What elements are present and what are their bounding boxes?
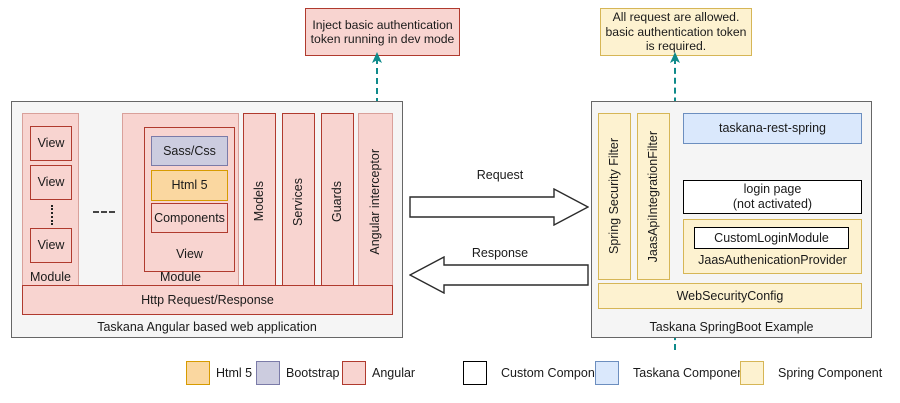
column-angular-interceptor[interactable]: Angular interceptor (358, 113, 393, 290)
module-two-label: Module (122, 270, 239, 284)
legend-item-angular: Angular (342, 361, 415, 385)
module-two-view-label: View (144, 247, 235, 261)
column-angular-interceptor-label: Angular interceptor (368, 148, 383, 255)
taskana-rest-spring-label: taskana-rest-spring (719, 121, 826, 136)
module-one-view-3-label: View (37, 238, 65, 253)
login-page-line-1: login page (743, 182, 802, 197)
custom-login-module-box[interactable]: CustomLoginModule (694, 227, 849, 249)
connector-right-note-arrow (670, 52, 680, 63)
response-label-text: Response (471, 246, 529, 260)
left-panel-caption: Taskana Angular based web application (11, 320, 403, 334)
column-models-label: Models (252, 181, 267, 222)
login-page-box[interactable]: login page (not activated) (683, 180, 862, 214)
legend-swatch-bootstrap (256, 361, 280, 385)
module-one-view-2-label: View (37, 175, 65, 190)
module-one-vertical-ellipsis (51, 205, 53, 225)
legend-label-html5: Html 5 (216, 366, 253, 380)
column-services-label: Services (291, 177, 306, 226)
right-panel-caption-text: Taskana SpringBoot Example (649, 320, 814, 334)
module-one-label-text: Module (30, 270, 71, 284)
legend-item-custom-component: Custom Component (463, 361, 612, 385)
legend-swatch-html5 (186, 361, 210, 385)
request-arrow (409, 188, 589, 226)
web-security-config-box[interactable]: WebSecurityConfig (598, 283, 862, 309)
left-panel-caption-text: Taskana Angular based web application (97, 320, 317, 334)
connector-left-note (376, 58, 378, 114)
column-services[interactable]: Services (282, 113, 315, 290)
module-two-item-html5-label: Html 5 (171, 178, 208, 193)
filter-jaas-api-integration[interactable]: JaasApiIntegrationFilter (637, 113, 670, 280)
login-page-line-2: (not activated) (732, 197, 813, 211)
module-two-label-text: Module (160, 270, 201, 284)
filter-jaas-api-integration-label: JaasApiIntegrationFilter (646, 130, 661, 263)
module-two-view-label-text: View (176, 247, 203, 261)
jaas-authentication-provider-label: JaasAuthenicationProvider (683, 253, 862, 267)
right-panel-caption: Taskana SpringBoot Example (591, 320, 872, 334)
note-all-requests-allowed: All request are allowed. basic authentic… (600, 8, 752, 56)
module-one-view-3[interactable]: View (30, 228, 72, 263)
http-request-response-bar[interactable]: Http Request/Response (22, 285, 393, 315)
module-one-label: Module (22, 270, 79, 284)
request-label-text: Request (476, 168, 524, 182)
legend-item-html5: Html 5 (186, 361, 252, 385)
response-label: Response (430, 246, 570, 260)
legend-swatch-spring-component (740, 361, 764, 385)
module-two-item-html5[interactable]: Html 5 (151, 170, 228, 201)
module-two-item-sass-css-label: Sass/Css (163, 143, 216, 158)
legend-label-taskana-component: Taskana Component (633, 366, 748, 380)
http-request-response-bar-label: Http Request/Response (141, 292, 274, 307)
legend-item-spring-component: Spring Component (740, 361, 882, 385)
module-one-view-2[interactable]: View (30, 165, 72, 200)
filter-spring-security-label: Spring Security Filter (607, 138, 622, 255)
request-label: Request (430, 168, 570, 182)
column-guards[interactable]: Guards (321, 113, 354, 290)
legend-label-spring-component: Spring Component (778, 366, 883, 380)
legend-label-angular: Angular (372, 366, 416, 380)
legend-swatch-custom-component (463, 361, 487, 385)
connector-left-note-arrow (372, 52, 382, 63)
legend-label-bootstrap: Bootstrap (286, 366, 340, 380)
legend-swatch-taskana-component (595, 361, 619, 385)
note-all-requests-allowed-text: All request are allowed. basic authentic… (605, 10, 747, 54)
note-inject-basic-auth-text: Inject basic authentication token runnin… (310, 17, 455, 46)
web-security-config-label: WebSecurityConfig (676, 288, 784, 303)
response-arrow (409, 256, 589, 294)
legend-item-taskana-component: Taskana Component (595, 361, 748, 385)
legend-label-custom-component: Custom Component (501, 366, 613, 380)
legend-swatch-angular (342, 361, 366, 385)
module-one-view-1-label: View (37, 136, 65, 151)
column-guards-label: Guards (330, 181, 345, 222)
taskana-rest-spring-box[interactable]: taskana-rest-spring (683, 113, 862, 144)
modules-ellipsis (93, 211, 115, 213)
column-models[interactable]: Models (243, 113, 276, 290)
custom-login-module-label: CustomLoginModule (714, 230, 829, 245)
module-two-item-components-label: Components (154, 210, 225, 225)
note-inject-basic-auth: Inject basic authentication token runnin… (305, 8, 460, 56)
module-one-view-1[interactable]: View (30, 126, 72, 161)
legend-item-bootstrap: Bootstrap (256, 361, 340, 385)
jaas-authentication-provider-label-text: JaasAuthenicationProvider (698, 253, 847, 267)
module-two-item-sass-css[interactable]: Sass/Css (151, 136, 228, 166)
module-two-item-components[interactable]: Components (151, 203, 228, 233)
filter-spring-security[interactable]: Spring Security Filter (598, 113, 631, 280)
